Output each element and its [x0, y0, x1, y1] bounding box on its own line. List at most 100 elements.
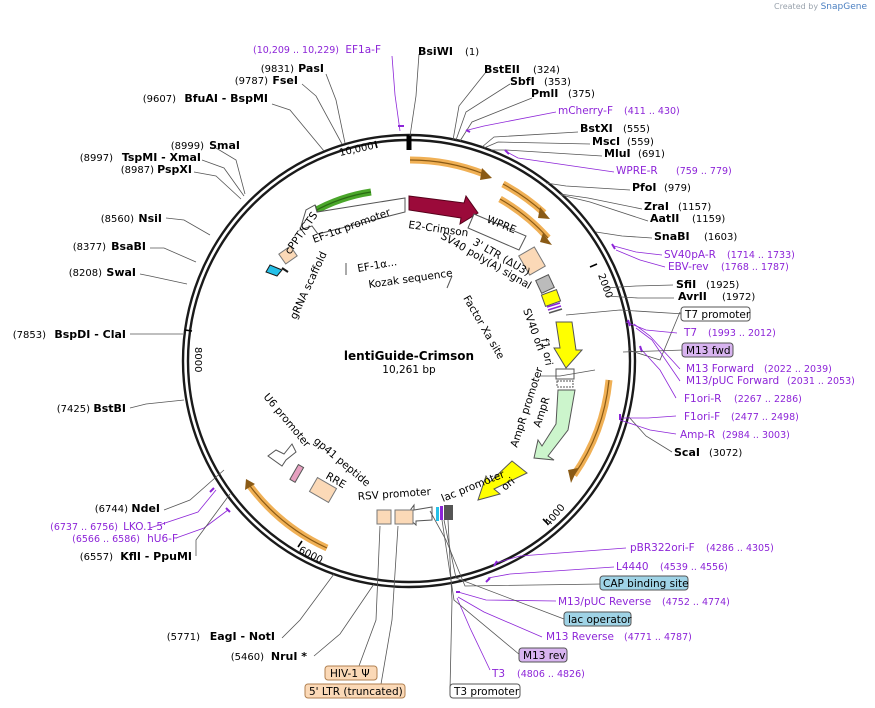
enzyme-nrui: NruI * — [271, 650, 307, 663]
feature-label-f1-ori: f1 ori — [538, 337, 555, 366]
enzyme-pspxi: PspXI — [157, 163, 192, 176]
box-t7-promoter — [680, 306, 751, 322]
primer-pbr322ori-f-pos: (4286 .. 4305) — [706, 543, 774, 554]
enzyme-pmli: PmlI — [531, 87, 558, 100]
enzyme-eagi-noti: EagI - NotI — [210, 630, 275, 643]
sv40-ori-feature — [540, 288, 562, 308]
primer-m13puc-forward: M13/pUC Forward — [686, 375, 779, 387]
enzyme-fsei: FseI — [272, 74, 298, 87]
tick-mark — [184, 329, 193, 332]
tick-label: 8000 — [192, 347, 203, 372]
credit-prefix: Created by — [774, 2, 819, 11]
enzyme-nsii: NsiI — [138, 212, 162, 225]
enzyme-scai-pos: (3072) — [709, 448, 742, 459]
enzyme-swai-pos: (8208) — [69, 268, 102, 279]
primer-f1ori-f-pos: (2477 .. 2498) — [731, 412, 799, 423]
enzyme-tspmi-pos: (8997) — [80, 153, 113, 164]
primer-ebv-rev: EBV-rev — [668, 261, 709, 273]
orf-arrow-core — [573, 379, 610, 476]
wpre-feature — [467, 213, 527, 251]
box-hiv1-psi-label: HIV-1 Ψ — [330, 668, 370, 680]
hiv-psi-feature — [376, 509, 392, 525]
enzyme-bspdi-pos: (7853) — [13, 330, 46, 341]
ltr3-feature — [518, 246, 546, 276]
orf-arrow-core — [499, 198, 549, 239]
feature-label-grna-scaffold: gRNA scaffold — [288, 250, 330, 321]
primer-lko1-5: LKO.1 5' — [123, 521, 166, 533]
enzyme-tspmi-xmai: TspMI - XmaI — [122, 151, 201, 164]
enzyme-sfii: SfiI — [676, 278, 696, 291]
f1-ori-feature — [553, 321, 584, 369]
primer-t7: T7 — [683, 327, 697, 339]
primer-sv40pa-r: SV40pA-R — [664, 249, 716, 261]
enzyme-pfoi: PfoI — [632, 181, 657, 194]
box-t3-promoter — [449, 683, 521, 699]
boxed-labels: T7 promoter M13 fwd CAP binding site lac… — [304, 306, 751, 699]
primer-amp-r: Amp-R — [680, 429, 715, 441]
tick-mark — [589, 263, 598, 268]
primer-m13-forward: M13 Forward — [686, 363, 754, 375]
enzyme-aatii-pos: (1159) — [692, 214, 725, 225]
enzyme-swai: SwaI — [106, 266, 136, 279]
enzyme-bsteii-pos: (324) — [533, 65, 560, 76]
primer-l4440: L4440 — [616, 561, 649, 573]
primer-hu6-f: hU6-F — [147, 533, 178, 545]
orf-arrow-head — [480, 168, 492, 180]
box-5ltr — [304, 683, 406, 699]
primer-wpre-r-pos: (759 .. 779) — [676, 166, 732, 177]
ltr5-feature — [394, 509, 414, 525]
factor-xa-tick — [446, 275, 453, 289]
enzyme-mlui-pos: (691) — [638, 149, 665, 160]
enzyme-pmli-pos: (375) — [568, 89, 595, 100]
primer-hu6-f-pos: (6566 .. 6586) — [72, 534, 140, 545]
box-t3-promoter-label: T3 promoter — [453, 686, 520, 698]
primer-m13puc-reverse: M13/pUC Reverse — [558, 596, 651, 608]
gp41-peptide-feature — [289, 463, 305, 483]
ampr-feature — [533, 389, 576, 461]
enzyme-zrai: ZraI — [644, 200, 669, 213]
primer-t7-pos: (1993 .. 2012) — [708, 328, 776, 339]
box-m13-fwd-label: M13 fwd — [686, 345, 731, 357]
enzyme-sbfi-pos: (353) — [544, 77, 571, 88]
enzyme-smai-pos: (8999) — [171, 141, 204, 152]
enzyme-snabi-pos: (1603) — [704, 232, 737, 243]
primer-amp-r-pos: (2984 .. 3003) — [722, 430, 790, 441]
orf-arrow-core — [249, 485, 328, 549]
enzyme-bstxi-pos: (555) — [623, 124, 650, 135]
cppt-cts-feature — [278, 245, 298, 265]
primer-m13-reverse: M13 Reverse — [546, 631, 614, 643]
enzyme-sbfi: SbfI — [510, 75, 535, 88]
enzyme-pfoi-pos: (979) — [664, 183, 691, 194]
ori-feature — [477, 460, 528, 501]
feature-label-ef1a-short: EF-1α... — [356, 256, 398, 275]
primer-ef1a-f: EF1a-F — [345, 44, 381, 56]
enzyme-bstbi: BstBI — [93, 402, 126, 415]
orf-arrow — [571, 379, 613, 477]
box-m13-rev-label: M13 rev — [523, 650, 566, 662]
tick-label: 2000 — [595, 272, 614, 300]
credit: Created by SnapGene — [774, 2, 867, 12]
grna-scaffold-tick — [281, 267, 289, 273]
enzyme-bsiwi-pos: (1) — [465, 47, 479, 58]
primer-f1ori-r: F1ori-R — [684, 393, 721, 405]
enzyme-eagi-pos: (5771) — [167, 632, 200, 643]
enzyme-bspdi-clai: BspDI - ClaI — [54, 328, 126, 341]
enzyme-nsii-pos: (8560) — [101, 214, 134, 225]
box-5ltr-label: 5' LTR (truncated) — [309, 686, 403, 698]
box-hiv1-psi — [324, 665, 378, 681]
feature-label-u6-promoter: U6 promoter — [261, 391, 313, 450]
box-m13-fwd — [681, 342, 734, 358]
primer-l4440-pos: (4539 .. 4556) — [660, 562, 728, 573]
orf-arrow — [409, 156, 486, 178]
enzyme-aatii: AatII — [650, 212, 679, 225]
enzyme-zrai-pos: (1157) — [678, 202, 711, 213]
primer-mcherry-f-pos: (411 .. 430) — [624, 106, 680, 117]
orf-arrow-head — [540, 233, 552, 245]
enzyme-leaders-left — [129, 73, 375, 657]
box-cap-binding-site-label: CAP binding site — [603, 578, 689, 590]
tick-mark — [542, 518, 549, 525]
enzyme-kfli-ppumi: KflI - PpuMI — [120, 550, 192, 563]
enzyme-bfuai-bspmi: BfuAI - BspMI — [184, 92, 268, 105]
snapgene-logo: SnapGene — [820, 2, 867, 12]
